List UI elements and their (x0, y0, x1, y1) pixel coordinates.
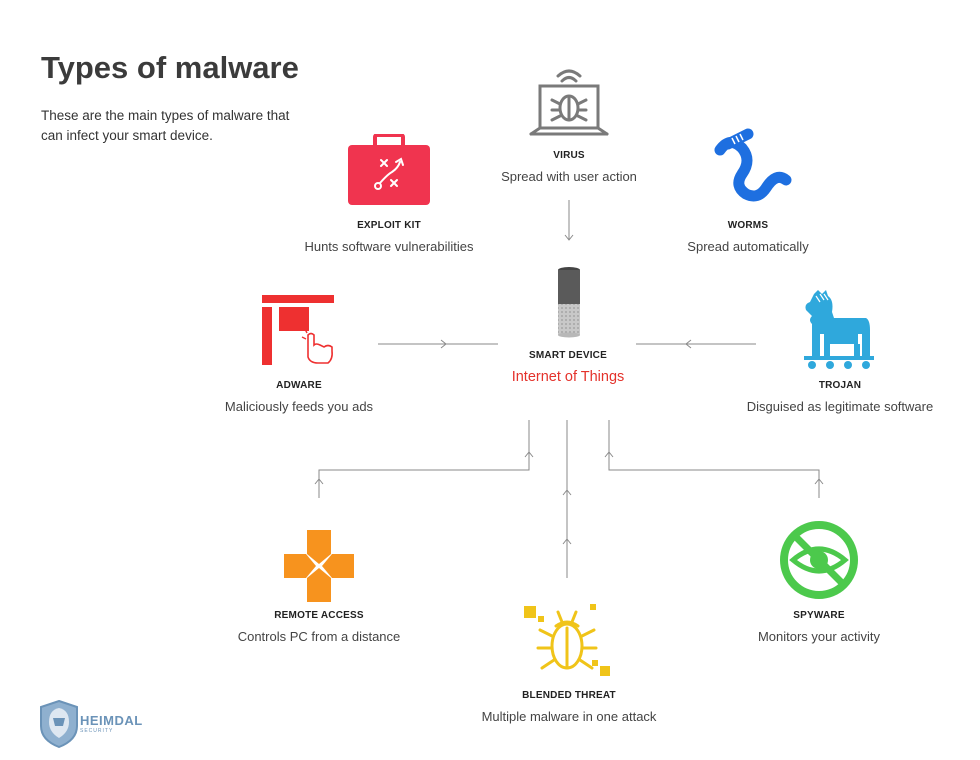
smart-device-desc: Internet of Things (511, 369, 625, 385)
bug-icon (524, 604, 610, 676)
node-virus: VIRUS Spread with user action (439, 150, 699, 184)
blended-threat-label: BLENDED THREAT (522, 690, 616, 701)
smart-device-label: SMART DEVICE (529, 350, 607, 361)
trojan-horse-icon (804, 290, 874, 369)
worm-icon (714, 128, 792, 202)
node-spyware: SPYWARE Monitors your activity (689, 610, 949, 644)
arrow-adware (440, 339, 447, 349)
node-remote-access: REMOTE ACCESS Controls PC from a distanc… (189, 610, 449, 644)
virus-desc: Spread with user action (501, 169, 637, 184)
worms-label: WORMS (727, 220, 769, 231)
spyware-eye-icon (780, 521, 858, 599)
node-adware: ADWARE Maliciously feeds you ads (169, 380, 429, 414)
blended-threat-desc: Multiple malware in one attack (481, 709, 657, 724)
virus-label: VIRUS (553, 150, 585, 161)
virus-laptop-icon (529, 69, 609, 136)
connector-remote (318, 420, 530, 498)
exploit-kit-label: EXPLOIT KIT (357, 220, 421, 231)
arrow-remote-2 (524, 451, 534, 458)
adware-label: ADWARE (276, 380, 322, 391)
exploit-kit-desc: Hunts software vulnerabilities (304, 239, 474, 254)
connector-spyware (608, 420, 820, 498)
trojan-desc: Disguised as legitimate software (746, 399, 934, 414)
node-blended-threat: BLENDED THREAT Multiple malware in one a… (439, 690, 699, 724)
intro-text: These are the main types of malware that… (41, 108, 290, 143)
briefcase-icon (348, 134, 430, 205)
spyware-label: SPYWARE (793, 610, 845, 621)
remote-access-desc: Controls PC from a distance (237, 629, 401, 644)
arrow-spyware-1 (814, 478, 824, 485)
arrow-remote-1 (314, 478, 324, 485)
adware-desc: Maliciously feeds you ads (224, 399, 374, 414)
remote-access-icon (284, 530, 354, 602)
smart-speaker-icon (558, 267, 580, 338)
arrow-trojan (685, 339, 692, 349)
node-smart-device: SMART DEVICE Internet of Things (438, 350, 698, 385)
worms-desc: Spread automatically (687, 239, 809, 254)
page-title: Types of malware (41, 50, 299, 85)
remote-access-label: REMOTE ACCESS (274, 610, 364, 621)
ad-click-icon (262, 295, 334, 365)
arrow-spyware-2 (604, 451, 614, 458)
trojan-label: TROJAN (818, 380, 862, 391)
heimdal-logo-text: HEIMDAL (80, 713, 143, 728)
arrow-blended-2 (562, 538, 572, 545)
arrow-virus (564, 234, 574, 241)
node-exploit-kit: EXPLOIT KIT Hunts software vulnerabiliti… (259, 220, 519, 254)
arrow-blended-1 (562, 489, 572, 496)
heimdal-shield-logo-icon (40, 700, 78, 748)
heimdal-logo-sub: SECURITY (80, 728, 114, 734)
node-trojan: TROJAN Disguised as legitimate software (710, 380, 970, 414)
node-worms: WORMS Spread automatically (618, 220, 878, 254)
spyware-desc: Monitors your activity (757, 629, 881, 644)
